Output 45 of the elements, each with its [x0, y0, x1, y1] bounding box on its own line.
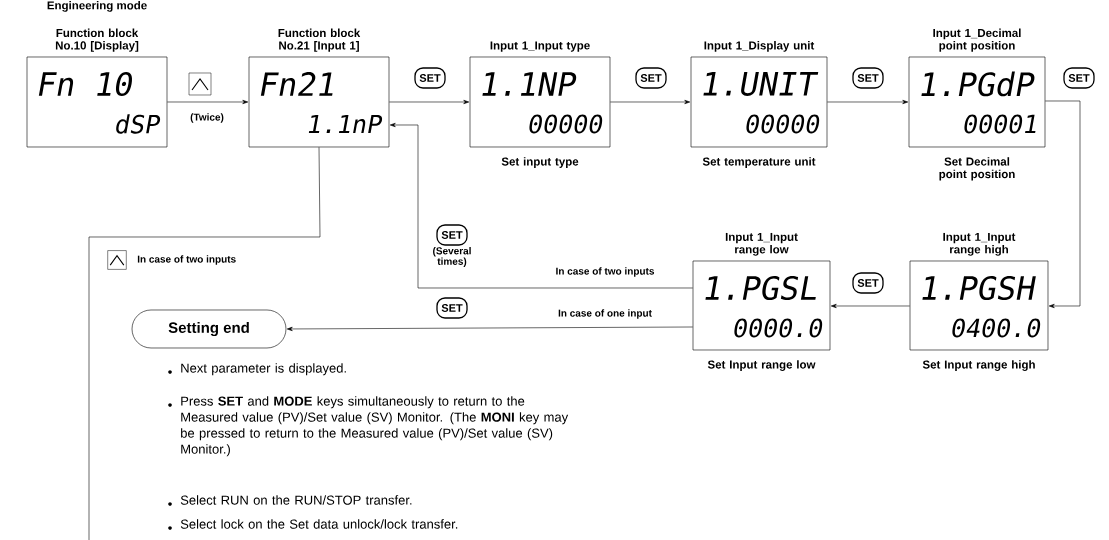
edge-label: In case of one input [558, 309, 652, 319]
node-label: Set Decimal point position [939, 157, 1015, 181]
node-label: Set temperature unit [702, 157, 816, 168]
parameter-heading: Input 1_Input type [490, 41, 590, 52]
arrow [827, 99, 909, 105]
arrow [389, 122, 693, 289]
parameter-heading: Function block No.10 [Display] [55, 28, 139, 52]
arrow [389, 99, 470, 105]
display-text: Fn21 [260, 72, 333, 96]
display-text: 00000 [529, 114, 603, 134]
display-text: 1.PGSL [705, 275, 816, 301]
edge-label: In case of two inputs [556, 267, 655, 277]
note: In case of two inputs [137, 255, 236, 265]
arrow [286, 326, 693, 332]
display-text: 1.PGdP [921, 71, 1035, 97]
mode-heading: Engineering mode [47, 1, 147, 12]
node-label: Set Input range high [922, 360, 1035, 371]
node-label: Set Input range low [707, 360, 816, 371]
parameter-heading: Input 1_Input range low [725, 232, 798, 256]
parameter-heading: Function block No.21 [Input 1] [278, 28, 361, 52]
parameter-heading: Input 1_Display unit [704, 41, 815, 52]
note: (Several times) [433, 247, 471, 267]
display-text: 1.1NP [482, 72, 577, 96]
parameter-heading: Input 1_Input range high [943, 232, 1016, 256]
arrow [167, 99, 249, 105]
display-text: 1.PGSH [922, 275, 1036, 301]
display-text: 0000.0 [734, 318, 823, 338]
display-text: Fn 10 [38, 71, 132, 97]
bullet-item: Press SET and MODE keys simultaneously to return to the Measured value (PV)/Set value (SV) Monitor. (The MONI key may be pressed to return to the Measured value (PV)/Set value (SV) Monitor.) [168, 396, 569, 457]
display-text: 00001 [964, 114, 1036, 134]
bullet-item: Select RUN on the RUN/STOP transfer. [168, 495, 412, 506]
display-text: 1.1nP [308, 114, 383, 134]
node-label: Set input type [501, 157, 579, 168]
bullet-item: Next parameter is displayed. [168, 363, 346, 376]
arrow [1045, 100, 1081, 309]
end-terminal: Setting end [131, 309, 287, 349]
display-text: 1.UNIT [703, 72, 819, 96]
display-text: 0400.0 [952, 318, 1041, 338]
arrow [610, 99, 691, 105]
parameter-heading: Input 1_Decimal point position [933, 28, 1021, 52]
display-text: 00000 [746, 114, 820, 134]
arrow [830, 303, 910, 309]
edge-label: (Twice) [190, 113, 224, 123]
display-text: dSP [116, 114, 161, 134]
bullet-item: Select lock on the Set data unlock/lock transfer. [168, 519, 458, 530]
